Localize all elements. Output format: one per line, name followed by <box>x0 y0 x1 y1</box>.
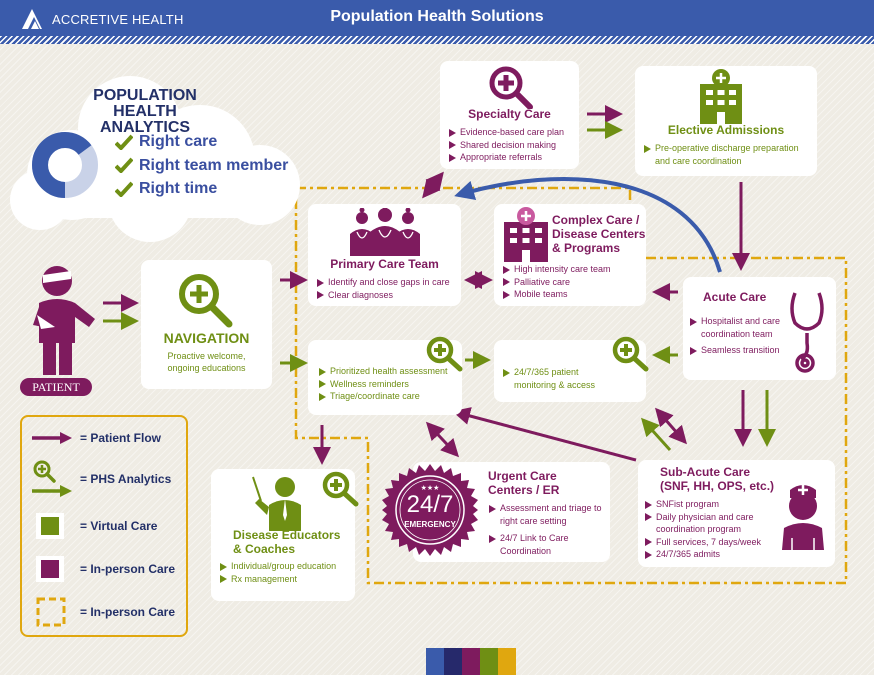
navigation-card[interactable]: NAVIGATION Proactive welcome, ongoing ed… <box>141 260 272 389</box>
virtual-monitoring-bullets: 24/7/365 patient monitoring & access <box>502 366 622 391</box>
purple-arrow-icon <box>32 432 72 444</box>
palette-swatch-green <box>480 648 498 675</box>
urgent-care-title: Urgent Care Centers / ER <box>488 469 560 497</box>
care-team-icon <box>350 208 420 256</box>
legend-item-patient-flow: = Patient Flow <box>32 431 161 445</box>
checkmark-icon <box>115 157 133 174</box>
magnifier-plus-icon <box>322 471 359 507</box>
legend-item-in-person-care: = In-person Care <box>36 556 175 582</box>
green-square-icon <box>41 517 59 535</box>
specialty-care-title: Specialty Care <box>468 107 551 121</box>
checkmark-icon <box>115 181 133 197</box>
green-magnifier-arrow-icon <box>32 460 72 497</box>
disease-educators-bullets: Individual/group education Rx management <box>219 560 336 585</box>
emergency-badge: ★★★ 24/7 EMERGENCY <box>382 462 478 558</box>
disease-educators-title: Disease Educators & Coaches <box>233 528 341 556</box>
palette-swatch-gold <box>498 648 516 675</box>
checklist-item: Right care <box>115 130 288 154</box>
navigation-description: Proactive welcome, ongoing educations <box>167 351 246 373</box>
purple-square-icon <box>41 560 59 578</box>
primary-care-card[interactable]: Primary Care Team Identify and close gap… <box>308 204 461 306</box>
specialty-care-card[interactable]: Specialty Care Evidence-based care plan … <box>440 61 579 169</box>
checkmark-icon <box>115 134 133 150</box>
legend-item-virtual-care: = Virtual Care <box>36 513 157 539</box>
analytics-cloud <box>0 60 310 250</box>
magnifier-plus-icon <box>179 274 233 328</box>
palette-swatch-navy <box>444 648 462 675</box>
legend-item-in-person-region: = In-person Care <box>36 597 175 627</box>
hospital-building-icon <box>504 207 548 262</box>
acute-care-bullets: Hospitalist and care coordination team S… <box>689 315 793 357</box>
sub-acute-title: Sub-Acute Care (SNF, HH, OPS, etc.) <box>660 465 775 493</box>
starburst-badge-icon <box>382 464 478 556</box>
complex-care-title: Complex Care / Disease Centers & Program… <box>552 213 646 255</box>
disease-educators-card[interactable]: Disease Educators & Coaches Individual/g… <box>211 469 355 601</box>
mountain-logo-icon <box>22 9 42 29</box>
stethoscope-icon <box>790 292 824 373</box>
nurse-icon <box>782 485 824 550</box>
donut-chart-icon <box>32 132 98 198</box>
elective-admissions-card[interactable]: Elective Admissions Pre-operative discha… <box>635 66 817 176</box>
patient-figure-icon <box>33 266 95 375</box>
hospital-building-icon <box>700 69 742 124</box>
header-stripe <box>0 36 874 44</box>
header-bar: ACCRETIVE HEALTH Population Health Solut… <box>0 0 874 36</box>
specialty-care-bullets: Evidence-based care plan Shared decision… <box>448 126 564 164</box>
acute-care-title: Acute Care <box>703 290 767 304</box>
brand-logo: ACCRETIVE HEALTH <box>20 9 184 29</box>
sub-acute-bullets: SNFist program Daily physician and care … <box>644 498 772 561</box>
cloud-shape-icon <box>10 76 300 242</box>
page-title: Population Health Solutions <box>330 8 544 25</box>
magnifier-plus-icon <box>489 66 533 109</box>
palette-swatch-purple <box>462 648 480 675</box>
patient-label: PATIENT <box>20 378 92 396</box>
elective-admissions-bullets: Pre-operative discharge preparation and … <box>643 142 813 167</box>
acute-care-card[interactable]: Acute Care Hospitalist and care coordina… <box>683 277 836 380</box>
palette-swatch-blue <box>426 648 444 675</box>
complex-care-bullets: High intensity care team Palliative care… <box>502 263 611 301</box>
magnifier-plus-icon <box>426 336 463 372</box>
analytics-title: POPULATION HEALTH ANALYTICS <box>93 87 197 136</box>
sub-acute-card[interactable]: Sub-Acute Care (SNF, HH, OPS, etc.) SNFi… <box>638 460 835 567</box>
legend: = Patient Flow = PHS Analytics = Virtual… <box>20 415 188 637</box>
complex-care-card[interactable]: Complex Care / Disease Centers & Program… <box>494 204 646 306</box>
magnifier-plus-icon <box>612 336 649 372</box>
checklist-item: Right time <box>115 177 288 201</box>
primary-care-bullets: Identify and close gaps in care Clear di… <box>316 276 450 301</box>
urgent-care-bullets: Assessment and triage to right care sett… <box>488 502 606 557</box>
brand-name: ACCRETIVE HEALTH <box>52 11 184 27</box>
dashed-gold-square-icon <box>36 597 66 627</box>
teacher-icon <box>252 476 301 531</box>
primary-care-title: Primary Care Team <box>330 257 439 271</box>
virtual-assessment-bullets: Prioritized health assessment Wellness r… <box>318 365 448 403</box>
checklist-item: Right team member <box>115 154 288 178</box>
legend-item-phs-analytics: = PHS Analytics <box>32 459 171 499</box>
analytics-checklist: Right care Right team member Right time <box>115 130 288 201</box>
navigation-title: NAVIGATION <box>163 330 250 346</box>
elective-admissions-title: Elective Admissions <box>667 123 785 137</box>
